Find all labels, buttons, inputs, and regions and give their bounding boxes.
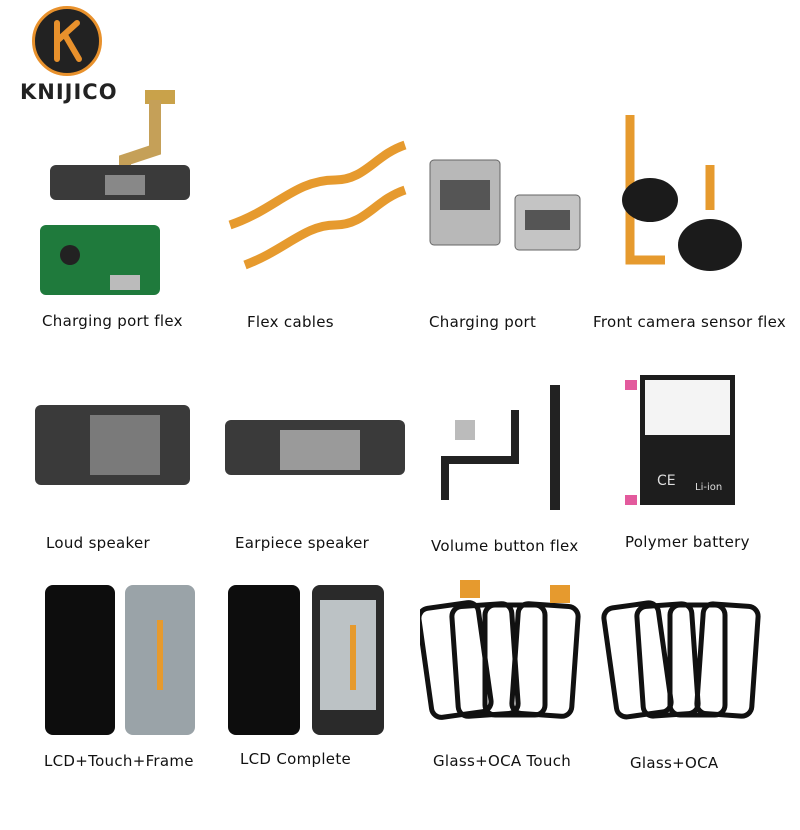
charging-port-flex-image	[40, 90, 190, 295]
product-flex-cables[interactable]: Flex cables	[225, 130, 421, 370]
earpiece-speaker-image	[225, 420, 405, 475]
brand-logo: KNIJICO	[20, 6, 118, 106]
product-front-camera-sensor-flex[interactable]: Front camera sensor flex	[593, 110, 796, 350]
caption-flex-cables: Flex cables	[247, 313, 334, 331]
charging-port-image	[429, 159, 581, 251]
battery-ce-mark: CE	[657, 473, 676, 489]
caption-glass-oca: Glass+OCA	[630, 754, 719, 772]
flex-cables-image	[228, 140, 407, 270]
sensor-flex-image	[622, 115, 742, 271]
product-earpiece-speaker[interactable]: Earpiece speaker	[220, 410, 416, 650]
caption-polymer-battery: Polymer battery	[625, 533, 750, 551]
volume-flex-image	[441, 385, 560, 510]
lcd-complete-image	[228, 585, 384, 735]
battery-image: CE Li-ion	[625, 375, 735, 505]
caption-glass-oca-touch: Glass+OCA Touch	[433, 752, 572, 770]
caption-loud-speaker: Loud speaker	[46, 534, 150, 552]
product-polymer-battery[interactable]: CE Li-ion Polymer battery	[625, 375, 800, 615]
product-glass-oca-touch[interactable]: Glass+OCA Touch	[420, 575, 616, 815]
product-lcd-touch-frame[interactable]: LCD+Touch+Frame	[40, 580, 236, 820]
glass-oca-image	[601, 600, 761, 720]
logo-emblem	[32, 6, 102, 76]
caption-charging-port-flex: Charging port flex	[42, 312, 183, 330]
caption-earpiece-speaker: Earpiece speaker	[235, 534, 370, 552]
battery-liion-mark: Li-ion	[695, 482, 722, 493]
caption-charging-port: Charging port	[429, 313, 537, 331]
caption-lcd-complete: LCD Complete	[240, 750, 352, 768]
caption-volume-button-flex: Volume button flex	[431, 537, 579, 555]
product-loud-speaker[interactable]: Loud speaker	[30, 400, 226, 640]
caption-lcd-touch-frame: LCD+Touch+Frame	[44, 752, 194, 770]
product-charging-port-flex[interactable]: Charging port flex	[30, 90, 226, 330]
product-lcd-complete[interactable]: LCD Complete	[228, 580, 424, 820]
lcd-touch-frame-image	[45, 585, 195, 735]
brand-name: KNIJICO	[20, 80, 118, 104]
caption-front-camera-sensor-flex: Front camera sensor flex	[593, 313, 787, 331]
product-charging-port[interactable]: Charging port	[425, 150, 621, 390]
loud-speaker-image	[35, 405, 190, 485]
product-volume-button-flex[interactable]: Volume button flex	[425, 380, 621, 620]
product-glass-oca[interactable]: Glass+OCA	[600, 590, 796, 830]
glass-oca-touch-image	[420, 580, 581, 720]
